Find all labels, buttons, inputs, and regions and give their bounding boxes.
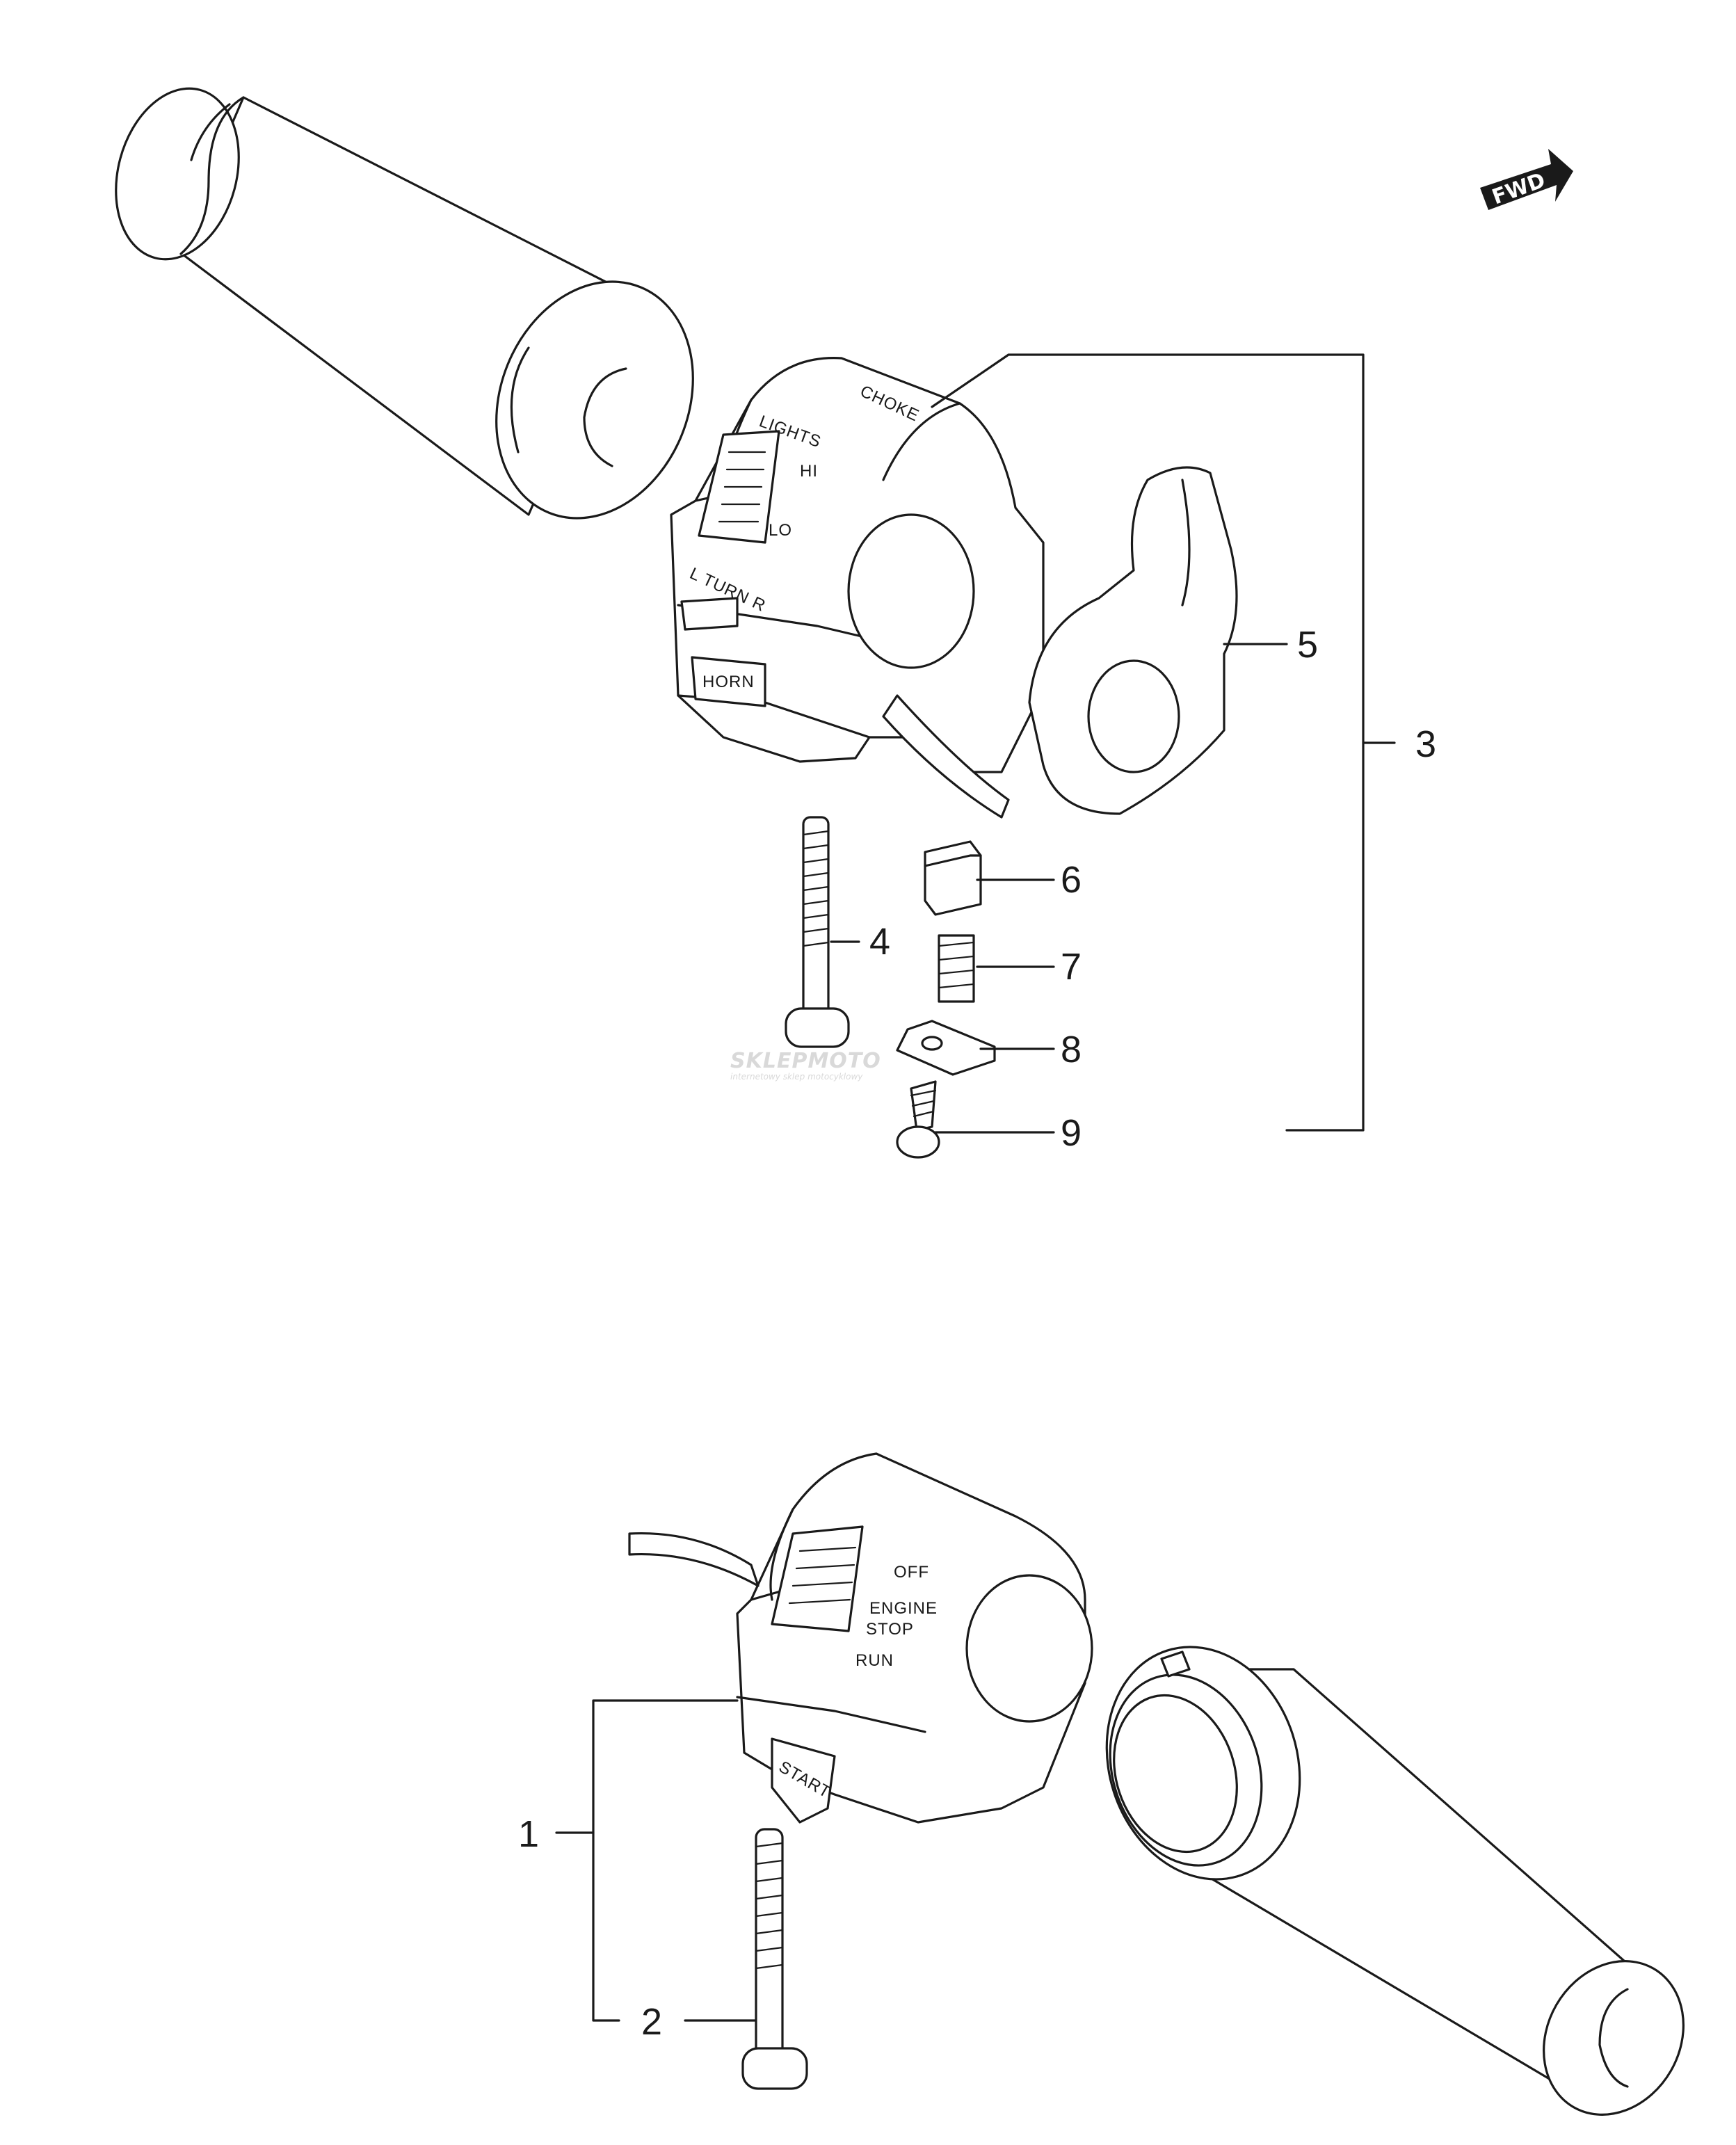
stop-marking: STOP bbox=[866, 1620, 914, 1639]
run-marking: RUN bbox=[855, 1651, 894, 1670]
horn-marking: HORN bbox=[702, 673, 755, 691]
fwd-arrow-icon: FWD bbox=[1480, 149, 1573, 210]
switch-screw-right bbox=[741, 1828, 808, 2090]
callout-9: 9 bbox=[1061, 1112, 1082, 1154]
right-switch-cable bbox=[628, 1532, 760, 1587]
watermark-brand: SKLEPMOTO bbox=[730, 1049, 881, 1073]
choke-cable bbox=[882, 694, 1010, 819]
plate-screw bbox=[896, 1080, 940, 1159]
start-button bbox=[771, 1737, 836, 1824]
choke-plate bbox=[896, 1020, 996, 1076]
handlebar-bore bbox=[847, 513, 975, 669]
callout-numbers: 3 5 4 6 7 8 9 1 2 bbox=[518, 624, 1436, 2043]
choke-lever bbox=[1028, 466, 1238, 815]
left-handlebar-switch: LIGHTS CHOKE HI LO L TURN R HORN bbox=[670, 357, 1045, 819]
callout-leaders bbox=[555, 353, 1396, 2022]
watermark: SKLEPMOTO internetowy sklep motocyklowy bbox=[730, 1049, 881, 1082]
callout-3: 3 bbox=[1415, 723, 1436, 765]
switch-screw-long bbox=[785, 816, 850, 1048]
off-marking: OFF bbox=[894, 1563, 929, 1582]
throttle-grip bbox=[1105, 1646, 1685, 2116]
choke-plunger bbox=[924, 840, 982, 916]
engine-marking: ENGINE bbox=[869, 1599, 938, 1618]
handlebar-bore-right bbox=[965, 1574, 1093, 1723]
watermark-tagline: internetowy sklep motocyklowy bbox=[730, 1072, 863, 1082]
callout-6: 6 bbox=[1061, 859, 1082, 901]
horn-button bbox=[691, 656, 766, 707]
callout-4: 4 bbox=[869, 921, 890, 963]
callout-5: 5 bbox=[1297, 624, 1318, 666]
hi-marking: HI bbox=[800, 462, 818, 481]
turn-signal-switch bbox=[680, 597, 739, 631]
choke-lever-bore bbox=[1087, 659, 1180, 773]
callout-1: 1 bbox=[518, 1813, 539, 1855]
engine-stop-switch bbox=[771, 1525, 864, 1632]
callout-7: 7 bbox=[1061, 946, 1082, 988]
lo-marking: LO bbox=[769, 521, 792, 540]
left-handlebar-grip bbox=[115, 87, 694, 520]
right-handlebar-switch: OFF ENGINE STOP RUN START bbox=[628, 1452, 1093, 1824]
callout-8: 8 bbox=[1061, 1029, 1082, 1070]
callout-2: 2 bbox=[641, 2001, 662, 2043]
choke-spring bbox=[938, 934, 975, 1003]
fwd-label: FWD bbox=[1489, 168, 1549, 210]
